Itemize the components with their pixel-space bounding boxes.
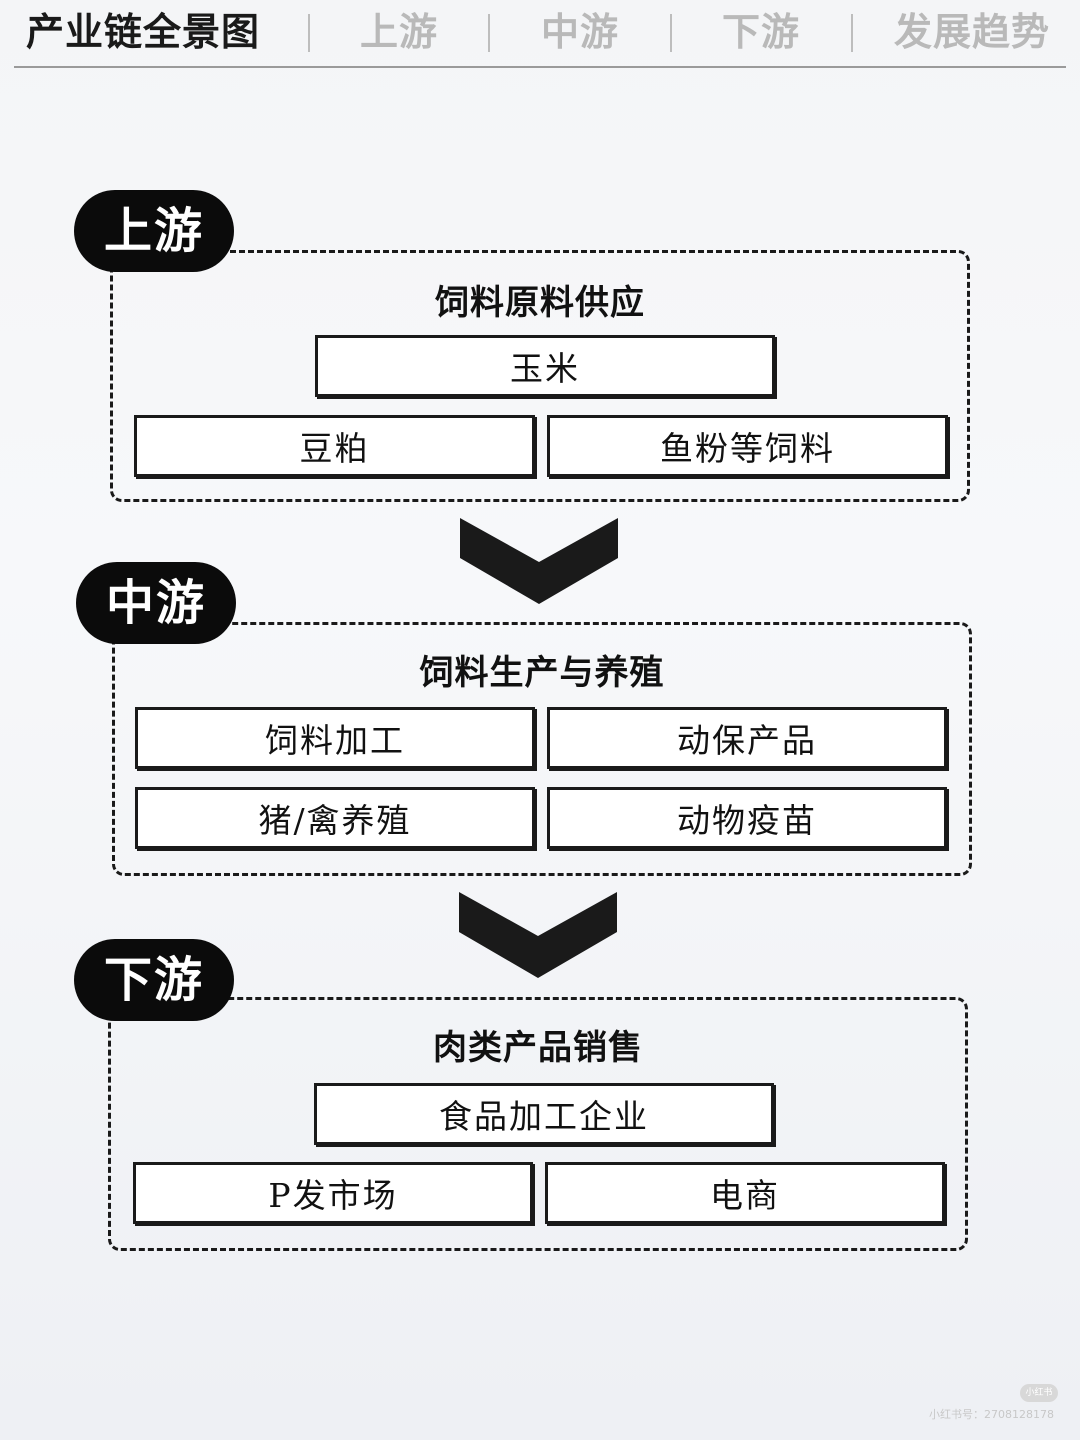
watermark-logo: 小红书 xyxy=(1020,1384,1058,1402)
downstream-box-wholesale: P发市场 xyxy=(133,1162,533,1224)
upstream-section: 饲料原料供应 玉米 豆粕 鱼粉等饲料 xyxy=(110,250,970,502)
upstream-box-fishmeal: 鱼粉等饲料 xyxy=(547,415,948,477)
tab-downstream[interactable]: 下游 xyxy=(722,9,801,54)
nav-divider xyxy=(488,14,490,52)
tab-midstream[interactable]: 中游 xyxy=(541,9,620,54)
tab-upstream[interactable]: 上游 xyxy=(360,9,439,54)
downstream-box-ecommerce: 电商 xyxy=(545,1162,945,1224)
midstream-box-animal-health: 动保产品 xyxy=(547,707,947,769)
downstream-box-food-processing: 食品加工企业 xyxy=(314,1083,774,1145)
upstream-box-corn: 玉米 xyxy=(315,335,775,397)
downstream-title: 肉类产品销售 xyxy=(433,1028,643,1068)
nav-divider xyxy=(308,14,310,52)
tab-trends[interactable]: 发展趋势 xyxy=(894,9,1051,54)
midstream-section: 饲料生产与养殖 饲料加工 动保产品 猪/禽养殖 动物疫苗 xyxy=(112,622,972,876)
watermark-text: 小红书号：2708128178 xyxy=(929,1408,1054,1421)
top-nav: 产业链全景图 上游 中游 下游 发展趋势 xyxy=(14,0,1066,68)
upstream-title: 饲料原料供应 xyxy=(435,283,645,323)
upstream-box-soymeal: 豆粕 xyxy=(134,415,535,477)
chevron-down-icon xyxy=(459,892,617,978)
midstream-box-vaccine: 动物疫苗 xyxy=(547,787,947,849)
midstream-box-feed-processing: 饲料加工 xyxy=(135,707,535,769)
midstream-tag: 中游 xyxy=(76,562,236,644)
midstream-box-breeding: 猪/禽养殖 xyxy=(135,787,535,849)
chevron-down-icon xyxy=(460,518,618,604)
downstream-tag: 下游 xyxy=(74,939,234,1021)
midstream-title: 饲料生产与养殖 xyxy=(419,653,665,693)
upstream-tag: 上游 xyxy=(74,190,234,272)
nav-divider xyxy=(851,14,853,52)
nav-divider xyxy=(670,14,672,52)
downstream-section: 肉类产品销售 食品加工企业 P发市场 电商 xyxy=(108,997,968,1251)
tab-overview[interactable]: 产业链全景图 xyxy=(26,9,261,54)
